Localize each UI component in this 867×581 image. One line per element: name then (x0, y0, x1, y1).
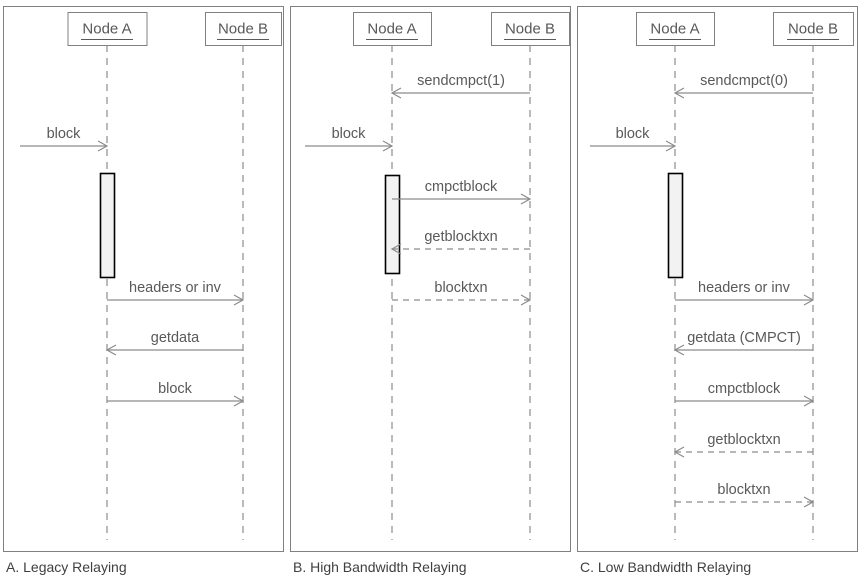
message-panel-c-2[interactable]: headers or inv (675, 280, 815, 306)
message-arrowhead (390, 243, 402, 255)
activation-bar (667, 172, 684, 279)
message-panel-a-2[interactable]: getdata (105, 330, 243, 356)
message-label: block (332, 126, 367, 142)
message-arrowhead (105, 344, 117, 356)
message-label: blocktxn (434, 280, 487, 296)
panel-frame (577, 6, 858, 552)
activation-bar (99, 172, 116, 279)
participant-label-a: Node A (650, 20, 699, 37)
participant-label-a: Node A (82, 20, 131, 37)
message-arrowhead (233, 395, 245, 407)
message-label: blocktxn (717, 482, 770, 498)
message-arrowhead (803, 496, 815, 508)
message-arrowhead (673, 87, 685, 99)
message-label: sendcmpct(0) (700, 73, 788, 89)
panel-b-caption: B. High Bandwidth Relaying (293, 559, 467, 575)
message-panel-c-6[interactable]: blocktxn (675, 482, 815, 508)
participant-label-b: Node B (505, 20, 555, 37)
panel-a: Node A Node B block headers or inv getdata bl… (3, 6, 284, 552)
message-panel-b-3[interactable]: getblocktxn (390, 229, 530, 255)
message-label: getdata (151, 330, 200, 346)
message-panel-b-1[interactable]: block (305, 126, 394, 152)
message-arrowhead (803, 294, 815, 306)
message-label: cmpctblock (708, 381, 781, 397)
message-arrowhead (803, 395, 815, 407)
message-panel-a-0[interactable]: block (20, 126, 109, 152)
panel-b: Node A Node B sendcmpct(1) block cmpctblock g… (290, 6, 571, 552)
message-panel-c-5[interactable]: getblocktxn (673, 432, 813, 458)
message-label: block (616, 126, 651, 142)
message-arrowhead (233, 294, 245, 306)
message-panel-a-3[interactable]: block (107, 381, 245, 407)
message-panel-b-2[interactable]: cmpctblock (392, 179, 532, 205)
message-arrowhead (673, 446, 685, 458)
message-arrowhead (390, 87, 402, 99)
message-label: block (158, 381, 193, 397)
message-panel-b-0[interactable]: sendcmpct(1) (390, 73, 530, 99)
message-panel-c-1[interactable]: block (590, 126, 677, 152)
message-label: headers or inv (129, 280, 222, 296)
message-label: block (47, 126, 82, 142)
message-label: cmpctblock (425, 179, 498, 195)
panel-c-caption: C. Low Bandwidth Relaying (580, 559, 751, 575)
panel-frame (290, 6, 571, 552)
message-arrowhead (673, 344, 685, 356)
message-arrowhead (97, 140, 109, 152)
message-arrowhead (520, 193, 532, 205)
panel-a-caption: A. Legacy Relaying (6, 559, 127, 575)
participant-label-b: Node B (218, 20, 268, 37)
message-panel-c-4[interactable]: cmpctblock (675, 381, 815, 407)
panel-c: Node A Node B sendcmpct(0) block headers or … (577, 6, 858, 552)
message-label: getblocktxn (424, 229, 497, 245)
message-arrowhead (520, 294, 532, 306)
participant-label-b: Node B (788, 20, 838, 37)
message-arrowhead (382, 140, 394, 152)
message-label: headers or inv (698, 280, 791, 296)
message-label: getdata (CMPCT) (687, 330, 801, 346)
panel-frame (3, 6, 284, 552)
message-panel-a-1[interactable]: headers or inv (107, 280, 245, 306)
activation-bar (384, 174, 401, 275)
participant-label-a: Node A (367, 20, 416, 37)
message-arrowhead (665, 140, 677, 152)
message-panel-c-3[interactable]: getdata (CMPCT) (673, 330, 813, 356)
message-panel-b-4[interactable]: blocktxn (392, 280, 532, 306)
message-label: getblocktxn (707, 432, 780, 448)
message-label: sendcmpct(1) (417, 73, 505, 89)
message-panel-c-0[interactable]: sendcmpct(0) (673, 73, 813, 99)
